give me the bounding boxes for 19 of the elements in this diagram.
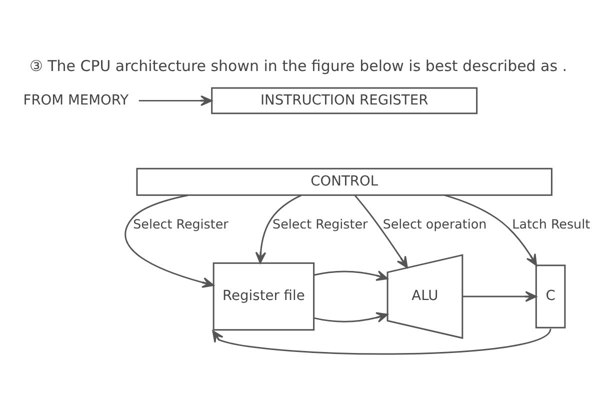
node-box: Register file: [212, 262, 315, 331]
edge-label: Select Register: [133, 216, 228, 232]
node-box: INSTRUCTION REGISTER: [211, 87, 478, 114]
edge-label: Latch Result: [512, 216, 590, 232]
edge-label: Select Register: [272, 216, 368, 232]
arrow: [354, 194, 408, 268]
diagram-title: ③ The CPU architecture shown in the figure below is best described as .: [29, 57, 568, 76]
arrow: [444, 194, 538, 266]
arrow: [462, 291, 537, 302]
arrow: [314, 270, 388, 281]
arrow: [124, 194, 214, 288]
arrow: [314, 312, 388, 323]
node-box: CONTROL: [136, 168, 552, 196]
edge-label: Select operation: [382, 216, 487, 232]
node-text: FROM MEMORY: [23, 92, 129, 108]
arrow: [212, 328, 552, 355]
node-box: C: [535, 264, 566, 328]
arrow: [255, 194, 302, 264]
arrow: [138, 95, 212, 106]
